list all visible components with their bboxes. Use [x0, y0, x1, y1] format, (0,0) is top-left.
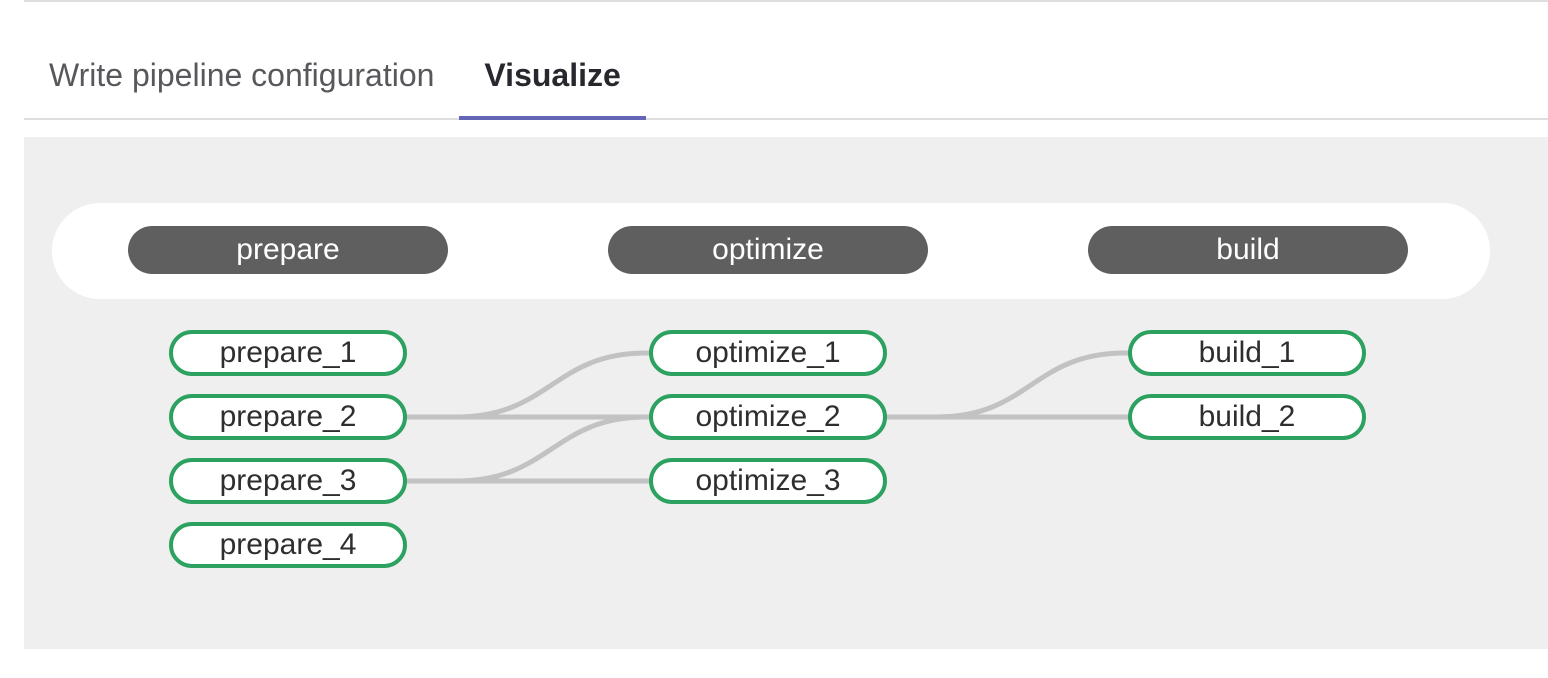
job-pill-build_2[interactable]: build_2 — [1128, 394, 1366, 440]
job-pill-optimize_3[interactable]: optimize_3 — [649, 458, 887, 504]
tab-visualize[interactable]: Visualize — [459, 58, 646, 120]
stage-pill-prepare: prepare — [128, 226, 448, 274]
job-pill-optimize_2[interactable]: optimize_2 — [649, 394, 887, 440]
tab-write-pipeline-configuration[interactable]: Write pipeline configuration — [49, 57, 435, 93]
stage-pill-build: build — [1088, 226, 1408, 274]
stage-pill-optimize: optimize — [608, 226, 928, 274]
job-dependency-edges — [405, 350, 1130, 484]
tab-list: Write pipeline configuration Visualize — [24, 2, 1548, 120]
job-pill-prepare_3[interactable]: prepare_3 — [169, 458, 407, 504]
edge-prepare_3-to-optimize_2 — [405, 414, 651, 484]
pipeline-editor-tab-bar: Write pipeline configuration Visualize — [24, 2, 1548, 120]
edge-optimize_2-to-build_1 — [885, 350, 1130, 420]
job-pill-prepare_2[interactable]: prepare_2 — [169, 394, 407, 440]
job-pill-prepare_1[interactable]: prepare_1 — [169, 330, 407, 376]
job-pill-build_1[interactable]: build_1 — [1128, 330, 1366, 376]
edge-prepare_2-to-optimize_1 — [405, 350, 651, 420]
page-top-divider — [24, 0, 1548, 2]
job-pill-optimize_1[interactable]: optimize_1 — [649, 330, 887, 376]
job-pill-prepare_4[interactable]: prepare_4 — [169, 522, 407, 568]
